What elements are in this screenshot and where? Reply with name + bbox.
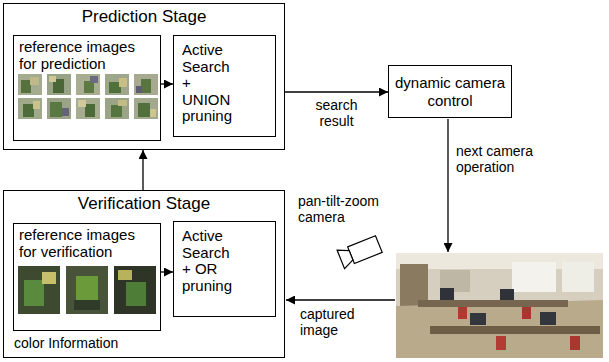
search-box: Active Search + OR pruning xyxy=(173,221,276,317)
image-object xyxy=(74,300,100,310)
thumbnail-object xyxy=(138,103,150,117)
thumbnail-object xyxy=(50,102,62,117)
annotation-label: captured image xyxy=(300,306,380,338)
photo-monitor xyxy=(470,313,486,325)
camera-icon xyxy=(337,235,383,269)
thumbnail-object xyxy=(62,108,69,116)
stage-box: Verification Stage reference images for v… xyxy=(3,190,285,358)
photo-monitor xyxy=(540,312,556,325)
box-text: Active Search + UNION pruning xyxy=(174,36,246,131)
thumbnail-ground xyxy=(105,98,129,119)
photo-chair xyxy=(570,336,580,350)
prediction-thumbnails xyxy=(18,74,158,119)
arrow-connector xyxy=(142,150,143,190)
room-photo xyxy=(396,253,603,358)
thumbnail-ground xyxy=(105,74,129,95)
thumbnail-object xyxy=(78,100,86,107)
thumbnail xyxy=(134,98,158,119)
box-text: dynamic camera control xyxy=(394,74,506,109)
thumbnail xyxy=(47,74,71,95)
arrow-connector xyxy=(161,83,173,84)
thumbnail xyxy=(47,98,71,119)
photo-desk xyxy=(418,300,568,307)
photo-desk xyxy=(430,326,600,334)
thumbnail-object xyxy=(21,80,31,93)
image-ground xyxy=(66,266,108,314)
thumbnail-object xyxy=(141,79,151,93)
box-text: reference images for verification xyxy=(14,224,152,263)
thumbnail-ground xyxy=(47,98,71,119)
image-ground xyxy=(114,266,156,314)
image-object xyxy=(126,282,146,306)
reference-image-box: reference images for prediction xyxy=(13,35,161,141)
stage-title: Verification Stage xyxy=(4,194,284,214)
thumbnail-object xyxy=(150,109,156,117)
thumbnail-object xyxy=(49,76,56,82)
camera-lens xyxy=(337,246,355,269)
photo-chair xyxy=(522,307,531,319)
annotation-label: pan-tilt-zoom camera xyxy=(298,193,398,225)
image-object xyxy=(42,272,56,284)
verification-images xyxy=(18,266,156,314)
thumbnail-object xyxy=(111,105,122,117)
thumbnail-object xyxy=(85,104,95,117)
thumbnail xyxy=(76,74,100,95)
thumbnail xyxy=(105,74,129,95)
annotation-label: next camera operation xyxy=(456,143,566,175)
search-box: Active Search + UNION pruning xyxy=(173,35,276,137)
thumbnail-object xyxy=(119,78,127,87)
thumbnail-object xyxy=(30,77,39,85)
image-object xyxy=(24,280,44,306)
thumbnail xyxy=(76,98,100,119)
thumbnail-ground xyxy=(18,98,42,119)
thumbnail xyxy=(18,74,42,95)
thumbnail-ground xyxy=(76,98,100,119)
photo-window xyxy=(562,262,594,292)
arrow-connector xyxy=(161,271,173,272)
photo-wall xyxy=(396,253,603,358)
image-ground xyxy=(18,266,60,314)
photo-chair xyxy=(458,307,467,319)
thumbnail-object xyxy=(90,76,98,83)
photo-shelf xyxy=(400,264,428,306)
reference-image-box: reference images for verification xyxy=(13,223,161,331)
thumbnail-ground xyxy=(47,74,71,95)
thumbnail-ground xyxy=(76,74,100,95)
thumbnail xyxy=(134,74,158,95)
box-text: reference images for prediction xyxy=(14,36,152,75)
photo-window xyxy=(512,262,556,292)
photo-chair xyxy=(496,336,506,350)
thumbnail-object xyxy=(136,86,142,93)
photo-floor xyxy=(396,300,603,358)
thumbnail xyxy=(18,98,42,119)
thumbnail-object xyxy=(33,101,40,109)
edge-label: search result xyxy=(307,97,367,129)
thumbnail-ground xyxy=(18,74,42,95)
process-box: dynamic camera control xyxy=(388,65,512,118)
capture-arrow xyxy=(286,299,395,300)
image-object xyxy=(76,276,98,300)
annotation-label: color Information xyxy=(14,335,118,351)
reference-image xyxy=(66,266,108,314)
stage-box: Prediction Stage reference images for pre… xyxy=(3,3,285,150)
thumbnail-ground xyxy=(134,74,158,95)
thumbnail xyxy=(105,98,129,119)
thumbnail-object xyxy=(23,104,34,117)
photo-monitor xyxy=(440,288,454,300)
photo-monitor xyxy=(500,289,514,300)
stage-title: Prediction Stage xyxy=(4,7,284,27)
image-object xyxy=(118,270,132,280)
reference-image xyxy=(114,266,156,314)
reference-image xyxy=(18,266,60,314)
arrow-connector xyxy=(285,91,388,92)
box-text: Active Search + OR pruning xyxy=(174,222,246,300)
thumbnail-ground xyxy=(134,98,158,119)
operation-arrow xyxy=(447,119,448,252)
thumbnail-object xyxy=(118,100,127,106)
